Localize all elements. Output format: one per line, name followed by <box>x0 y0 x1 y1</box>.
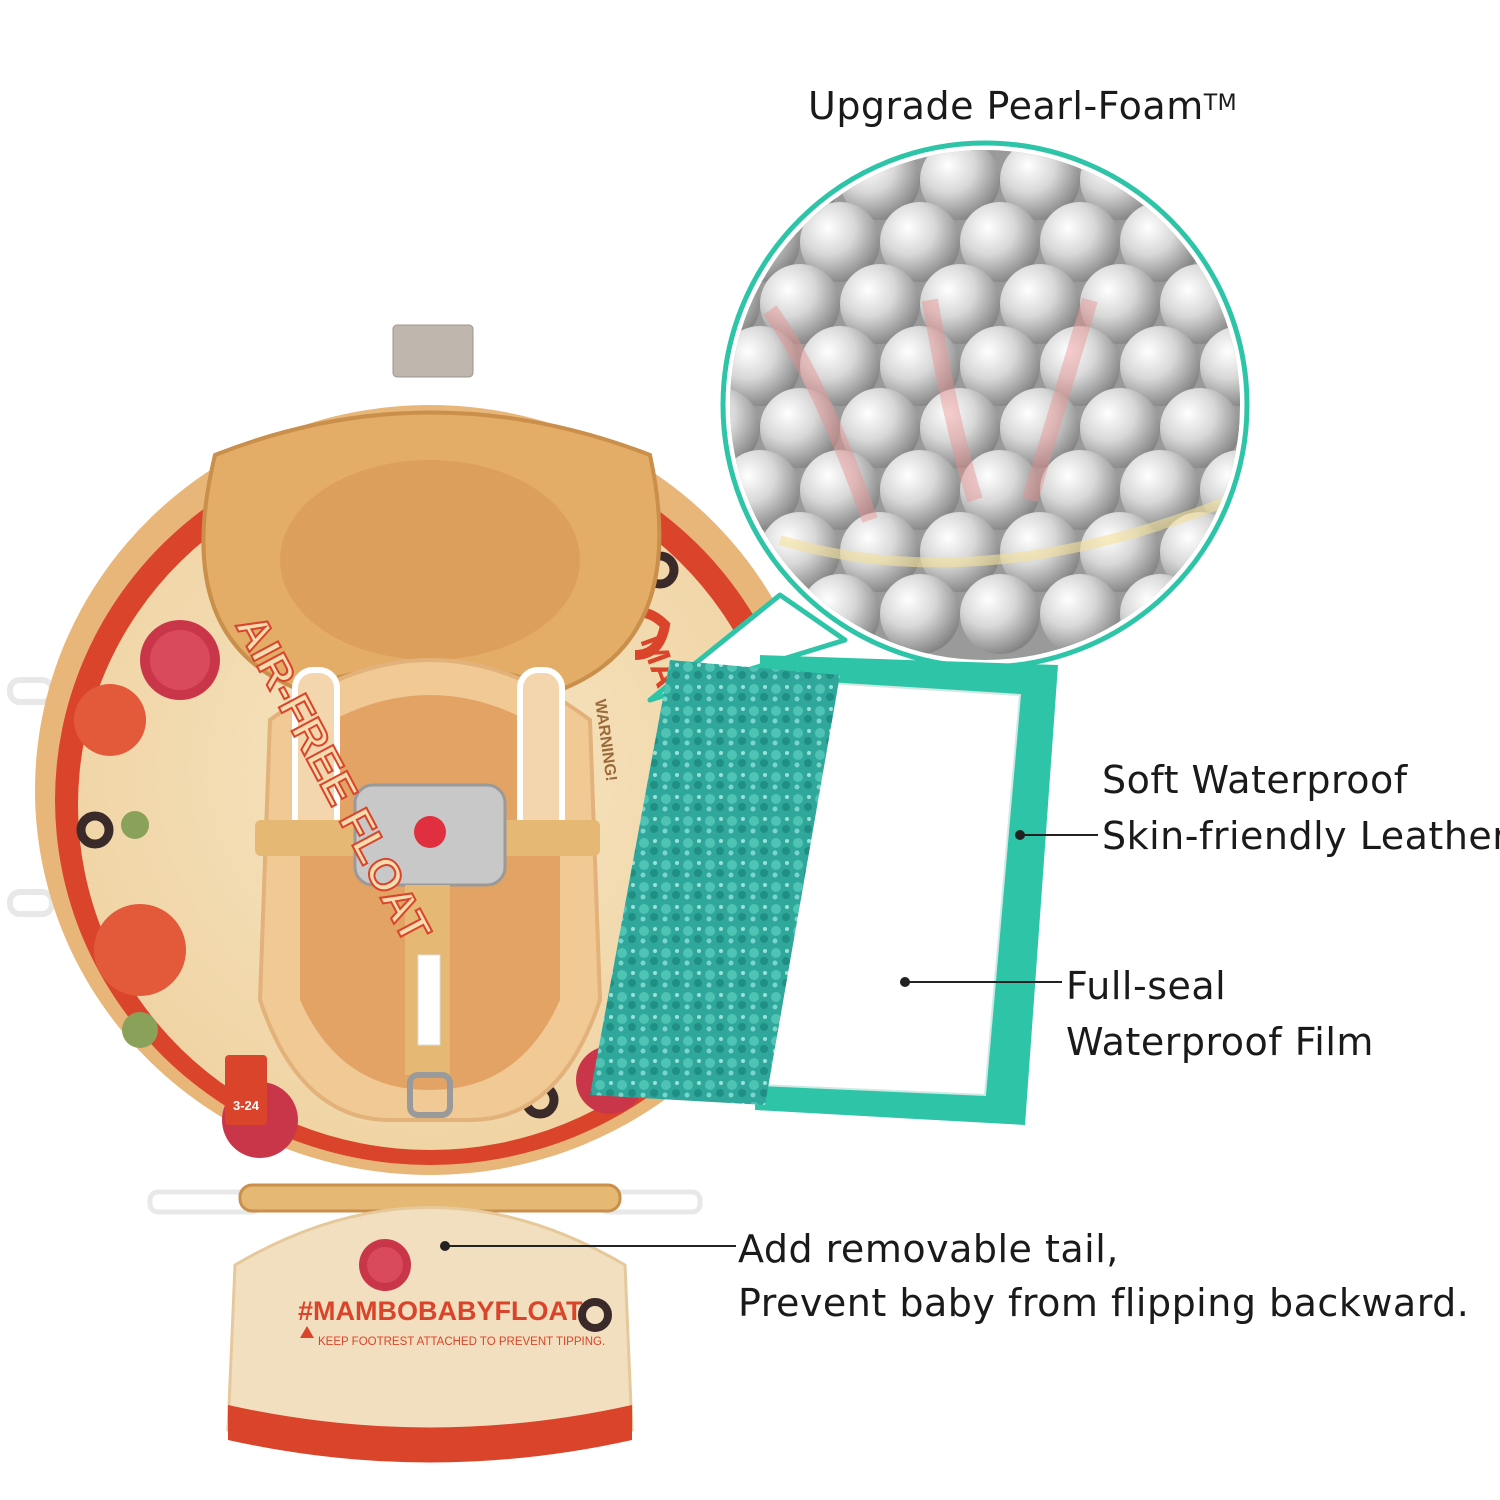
tail-notice: KEEP FOOTREST ATTACHED TO PREVENT TIPPIN… <box>318 1336 605 1348</box>
hang-tag <box>392 324 474 378</box>
material-layers <box>590 655 1058 1125</box>
age-badge <box>225 1055 267 1125</box>
tail-brand: #MAMBOBABYFLOAT <box>298 1296 583 1326</box>
leather-label: Soft Waterproof Skin-friendly Leather <box>1102 758 1500 858</box>
pearl-foam-title: Upgrade Pearl-FoamTM <box>808 84 1238 128</box>
film-label: Full-seal Waterproof Film <box>1066 964 1374 1064</box>
leader-lines <box>440 830 1098 1251</box>
trademark: TM <box>1203 91 1238 116</box>
removable-tail: #MAMBOBABYFLOAT KEEP FOOTREST ATTACHED T… <box>147 1183 703 1463</box>
pearl-foam-layer <box>590 660 840 1105</box>
tail-label: Add removable tail, Prevent baby from fl… <box>738 1227 1470 1325</box>
svg-text:3-24: 3-24 <box>233 1098 260 1113</box>
